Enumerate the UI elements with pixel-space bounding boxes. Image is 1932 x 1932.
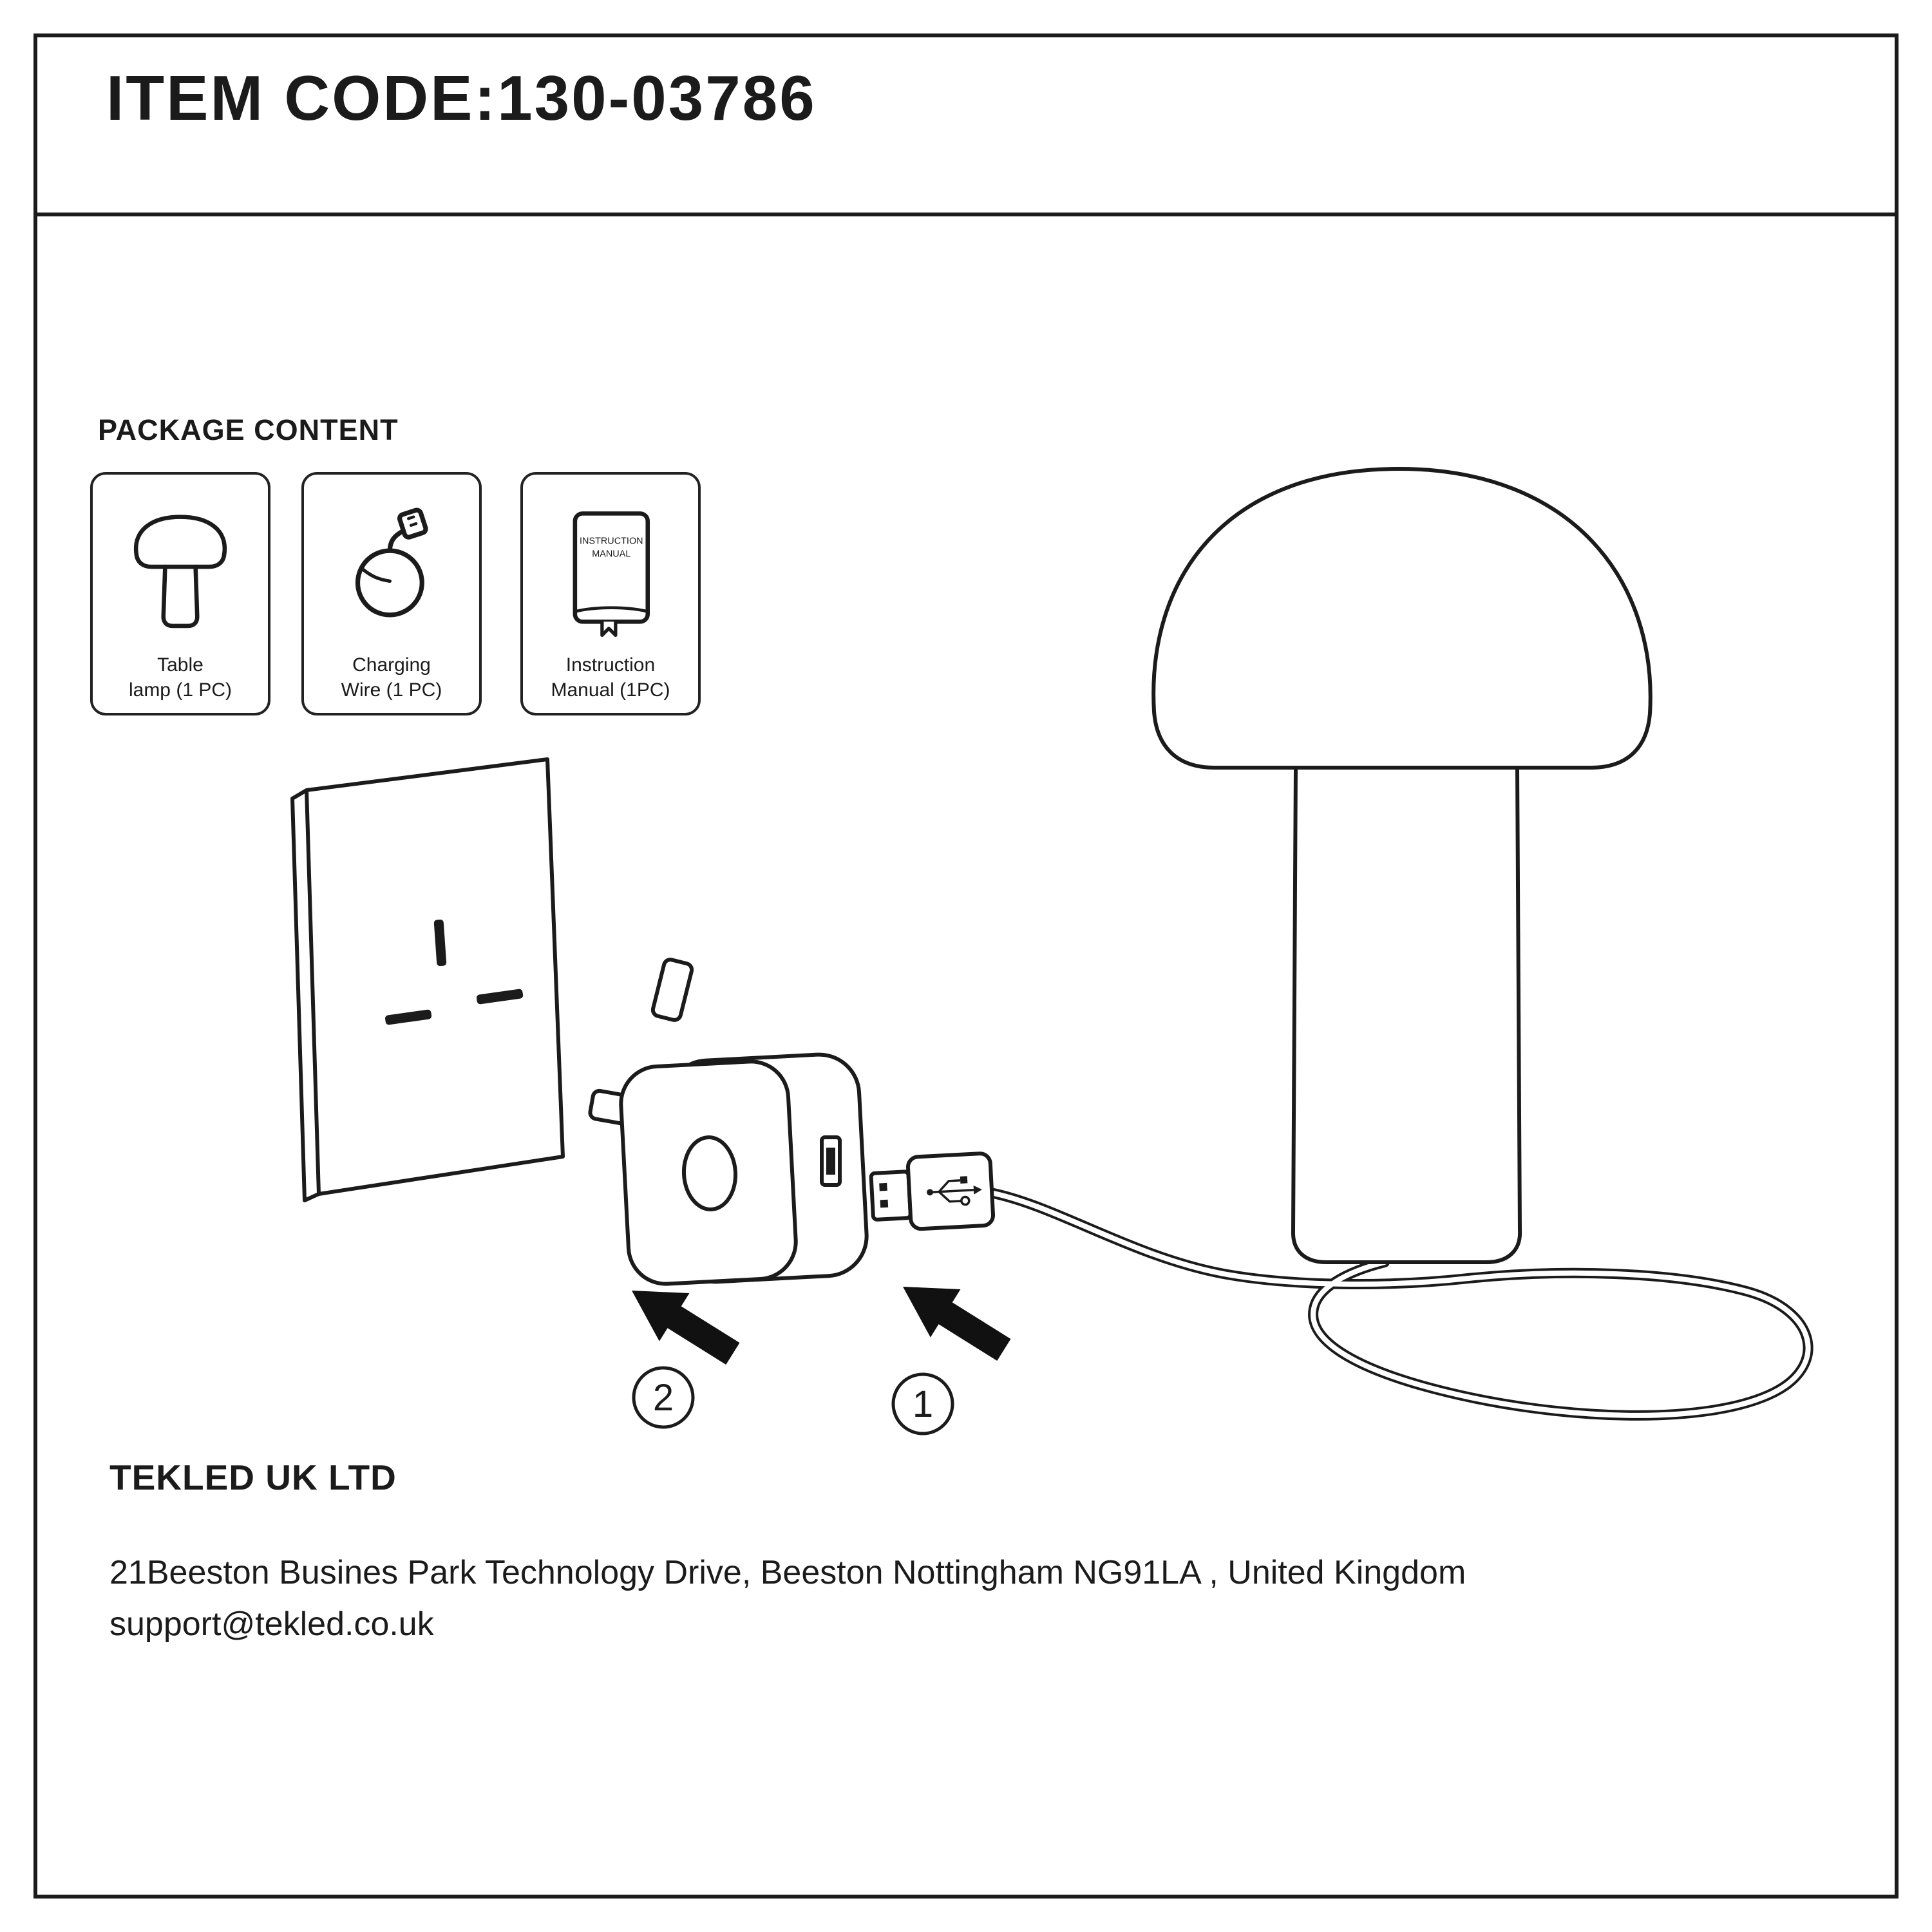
usb-plug-metal	[869, 1170, 913, 1222]
support-email: support@tekled.co.uk	[109, 1605, 434, 1643]
step2-number: 2	[653, 1377, 674, 1419]
lamp-stem	[1291, 767, 1522, 1264]
table-lamp	[1151, 467, 1653, 1264]
company-address: 21Beeston Busines Park Technology Drive,…	[109, 1554, 1466, 1591]
arrow-step1	[903, 1287, 1011, 1361]
socket-earth-slot	[433, 919, 447, 967]
arrow-step2	[632, 1291, 740, 1365]
wall-socket	[290, 757, 565, 1202]
package-item-table-lamp: Table lamp (1 PC)	[90, 472, 270, 715]
package-item-label: Instruction Manual (1PC)	[551, 654, 670, 701]
charger-pin-top	[650, 958, 694, 1022]
page-border	[33, 33, 1899, 1899]
step2-badge: 2	[632, 1366, 695, 1429]
manual-icon-text-line2: MANUAL	[592, 549, 630, 559]
charging-cable	[985, 1188, 1814, 1421]
manual-icon-text-line1: INSTRUCTION	[580, 536, 643, 547]
charging-wire-icon	[324, 486, 459, 652]
socket-neutral-slot	[477, 989, 524, 1005]
charger-indicator-window	[681, 1135, 738, 1211]
usb-symbol	[927, 1176, 982, 1206]
table-lamp-icon	[113, 486, 248, 652]
step1-badge: 1	[891, 1372, 954, 1435]
lamp-shade	[1151, 467, 1653, 770]
package-item-charging-wire: Charging Wire (1 PC)	[301, 472, 482, 715]
package-item-label: Table lamp (1 PC)	[128, 654, 232, 701]
package-item-instruction-manual: INSTRUCTION MANUAL Instruction Manual (1…	[520, 472, 701, 715]
step1-number: 1	[913, 1383, 933, 1425]
package-item-label: Charging Wire (1 PC)	[341, 654, 442, 701]
instruction-manual-icon: INSTRUCTION MANUAL	[543, 486, 678, 652]
usb-charger	[588, 958, 869, 1286]
company-name: TEKLED UK LTD	[109, 1457, 397, 1497]
item-code-title: ITEM CODE:130-03786	[106, 62, 817, 133]
socket-live-slot	[385, 1009, 432, 1025]
title-divider	[33, 213, 1899, 216]
usb-plug	[869, 1151, 996, 1231]
package-content-heading: PACKAGE CONTENT	[98, 413, 399, 446]
